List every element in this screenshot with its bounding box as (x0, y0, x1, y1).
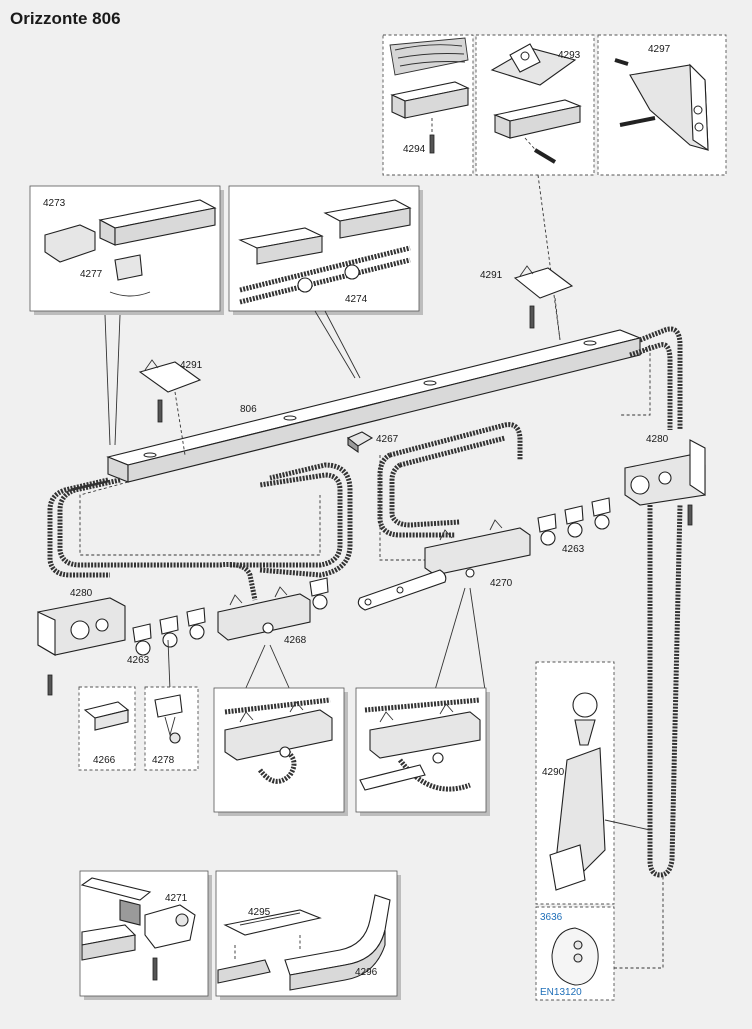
diagram-title: Orizzonte 806 (10, 9, 121, 28)
label-4291-right: 4291 (480, 270, 503, 281)
label-4273: 4273 (43, 198, 66, 209)
label-4274: 4274 (345, 294, 368, 305)
main-rail-806 (106, 329, 642, 483)
label-4294: 4294 (403, 144, 426, 155)
carrier-4270 (357, 519, 531, 611)
detail-end-piece-4271 (79, 870, 212, 1000)
label-4296: 4296 (355, 967, 378, 978)
label-4280-right: 4280 (646, 434, 669, 445)
label-en13120: EN13120 (540, 987, 582, 998)
detail-4290 (535, 661, 651, 905)
detail-curve-4296 (215, 870, 401, 1000)
detail-3636 (535, 875, 664, 1001)
label-4295: 4295 (248, 907, 271, 918)
part-4267 (346, 431, 374, 454)
label-4268: 4268 (284, 635, 307, 646)
label-4293: 4293 (558, 50, 581, 61)
label-4271: 4271 (165, 893, 188, 904)
label-4266: 4266 (93, 755, 116, 766)
label-4280-left: 4280 (70, 588, 93, 599)
bracket-4291-right (513, 265, 574, 341)
label-4277: 4277 (80, 269, 103, 280)
label-4267: 4267 (376, 434, 399, 445)
carrier-4268 (217, 586, 311, 641)
label-4278: 4278 (152, 755, 175, 766)
detail-4266 (78, 686, 136, 771)
cord-drop (647, 504, 683, 878)
label-4263-right: 4263 (562, 544, 585, 555)
detail-side-bracket-4297 (597, 34, 727, 176)
label-4290: 4290 (542, 767, 565, 778)
cord-loop-right (377, 326, 683, 561)
detail-4278 (144, 686, 199, 771)
detail-wall-bracket-4293 (475, 34, 595, 176)
detail-ceiling-mount-4294 (382, 34, 474, 176)
bracket-4291-left (138, 359, 202, 456)
cord-loop-left (47, 462, 353, 601)
part-4280-right (624, 439, 706, 526)
label-3636: 3636 (540, 912, 563, 923)
label-806: 806 (240, 404, 257, 415)
detail-end-cap-4273 (29, 185, 224, 315)
label-4263-left: 4263 (127, 655, 150, 666)
detail-runner-4274 (228, 185, 423, 315)
detail-carrier-4268-zoom (213, 687, 348, 816)
label-4297: 4297 (648, 44, 671, 55)
part-4280-left (37, 597, 126, 696)
label-4270: 4270 (490, 578, 513, 589)
label-4291-left: 4291 (180, 360, 203, 371)
detail-carrier-4270-zoom (355, 687, 490, 816)
runners-4263-left (132, 577, 329, 656)
runners-4263-right (537, 497, 611, 546)
